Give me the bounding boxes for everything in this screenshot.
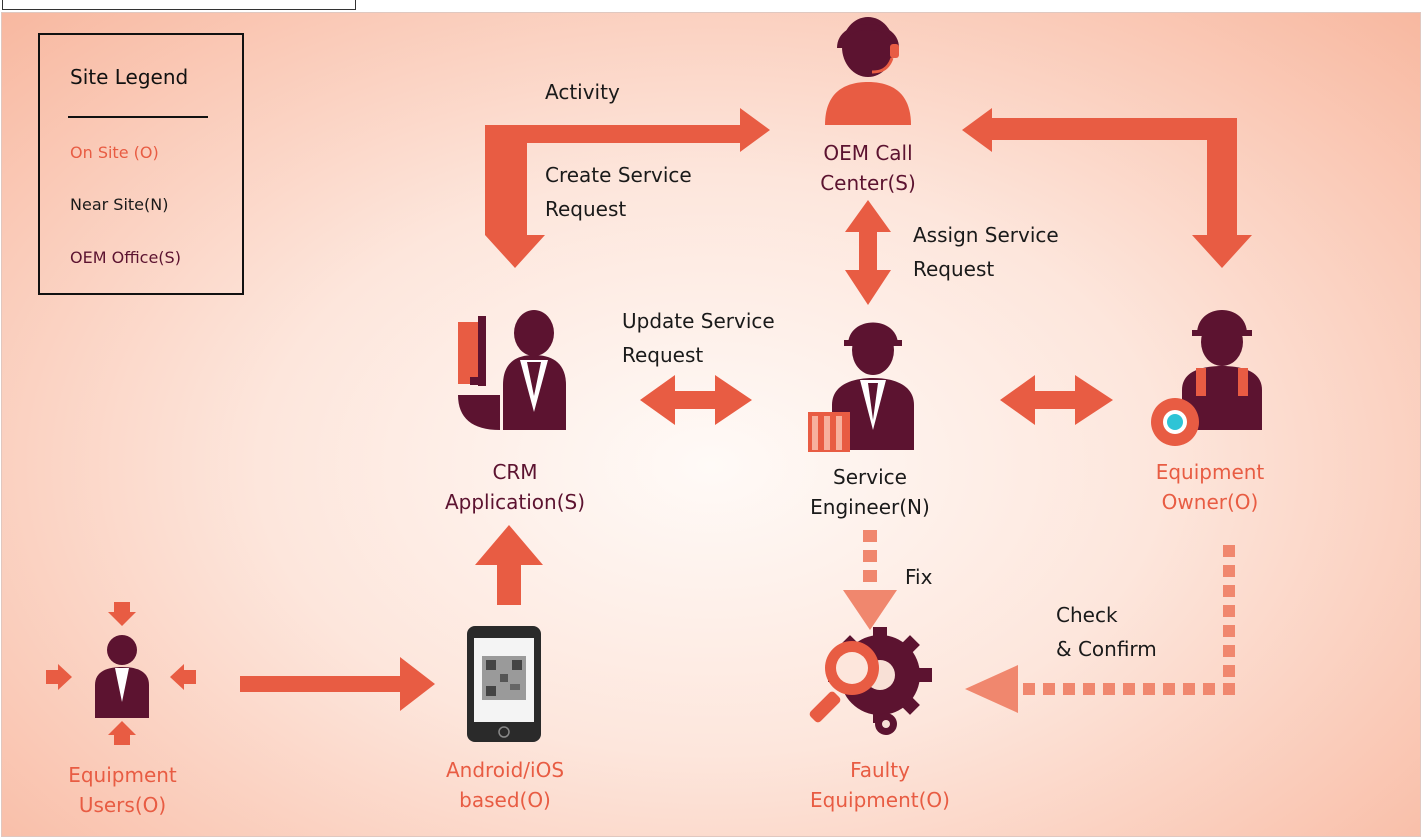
crm-application-icon bbox=[458, 310, 566, 430]
site-legend: Site Legend On Site (O) Near Site(N) OEM… bbox=[38, 33, 244, 295]
callcenter-owner-arrow bbox=[962, 108, 1252, 268]
android-crm-arrow bbox=[475, 525, 543, 605]
fix-arrow bbox=[843, 530, 897, 630]
legend-item-oem-office: OEM Office(S) bbox=[70, 248, 181, 267]
activity-label: Activity bbox=[545, 80, 620, 104]
faulty-equipment-label: Faulty Equipment(O) bbox=[810, 758, 950, 812]
equipment-owner-icon bbox=[1151, 310, 1262, 446]
legend-item-on-site: On Site (O) bbox=[70, 143, 159, 162]
assign-arrow bbox=[845, 200, 891, 305]
users-android-arrow bbox=[240, 657, 435, 711]
equipment-owner-label: Equipment Owner(O) bbox=[1155, 460, 1265, 514]
legend-title: Site Legend bbox=[70, 65, 189, 89]
crm-application-label: CRM Application(S) bbox=[444, 460, 586, 514]
assign-request-label: Assign Service Request bbox=[913, 223, 1059, 281]
equipment-users-icon bbox=[46, 602, 196, 745]
faulty-equipment-icon bbox=[809, 627, 932, 735]
oem-call-center-label: OEM Call Center(S) bbox=[820, 141, 916, 195]
update-request-label: Update Service Request bbox=[622, 309, 775, 367]
create-request-label: Create Service Request bbox=[545, 163, 692, 221]
legend-item-near-site: Near Site(N) bbox=[70, 195, 169, 214]
equipment-users-label: Equipment Users(O) bbox=[68, 763, 177, 817]
call-center-agent-icon bbox=[825, 17, 911, 125]
service-engineer-icon bbox=[808, 322, 914, 452]
engineer-owner-arrow bbox=[1000, 375, 1113, 425]
android-ios-label: Android/iOS based(O) bbox=[445, 758, 565, 812]
tablet-qr-icon bbox=[467, 626, 541, 742]
legend-divider bbox=[68, 116, 208, 118]
check-confirm-label: Check & Confirm bbox=[1056, 603, 1157, 661]
fix-label: Fix bbox=[905, 565, 933, 589]
top-frame-strip bbox=[2, 0, 356, 10]
activity-arrow bbox=[485, 108, 770, 268]
check-confirm-arrow bbox=[965, 545, 1235, 713]
update-arrow bbox=[640, 375, 752, 425]
service-engineer-label: Service Engineer(N) bbox=[810, 465, 930, 519]
